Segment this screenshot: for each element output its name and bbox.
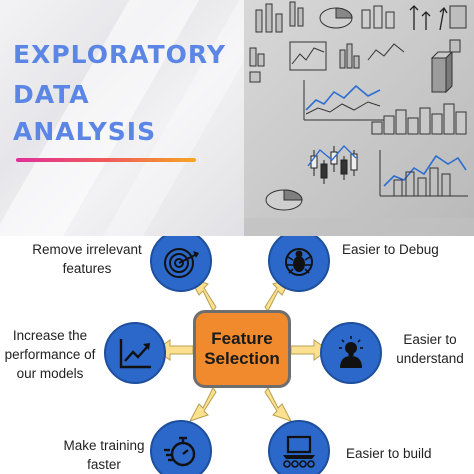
title-underline bbox=[16, 158, 196, 162]
center-line-2: Selection bbox=[204, 349, 280, 368]
banner-title-line-1: EXPLORATORY bbox=[13, 40, 226, 69]
banner-title-panel: EXPLORATORY DATA ANALYSIS bbox=[0, 0, 291, 236]
trend-chart-icon bbox=[117, 335, 153, 371]
laptop-icon bbox=[279, 433, 319, 469]
label-understand: Easier to understand bbox=[396, 332, 464, 366]
sketch-charts-illustration bbox=[244, 0, 474, 236]
center-line-1: Feature bbox=[211, 329, 273, 348]
feature-selection-box: Feature Selection bbox=[193, 310, 291, 388]
feature-selection-diagram: Feature Selection bbox=[0, 236, 474, 474]
arrow-to-training bbox=[188, 387, 217, 422]
training-node bbox=[150, 420, 212, 474]
remove-features-node bbox=[150, 236, 212, 292]
build-node bbox=[268, 420, 330, 474]
banner-title-line-3: ANALYSIS bbox=[13, 117, 157, 146]
arrow-to-build bbox=[264, 387, 293, 422]
performance-node bbox=[104, 322, 166, 384]
target-icon bbox=[161, 241, 201, 281]
sketch-charts-photo bbox=[244, 0, 474, 236]
banner: EXPLORATORY DATA ANALYSIS bbox=[0, 0, 474, 236]
label-remove-features: Remove irrelevant features bbox=[32, 242, 142, 276]
idea-head-icon bbox=[332, 334, 370, 372]
stopwatch-icon bbox=[162, 432, 200, 470]
label-build: Easier to build bbox=[346, 446, 432, 461]
label-debug: Easier to Debug bbox=[342, 242, 439, 257]
label-performance: Increase the performance of our models bbox=[4, 328, 96, 381]
debug-node bbox=[268, 236, 330, 292]
understand-node bbox=[320, 322, 382, 384]
label-training: Make training faster bbox=[63, 438, 145, 472]
bug-icon bbox=[281, 243, 317, 279]
banner-title-line-2: DATA bbox=[13, 80, 90, 109]
